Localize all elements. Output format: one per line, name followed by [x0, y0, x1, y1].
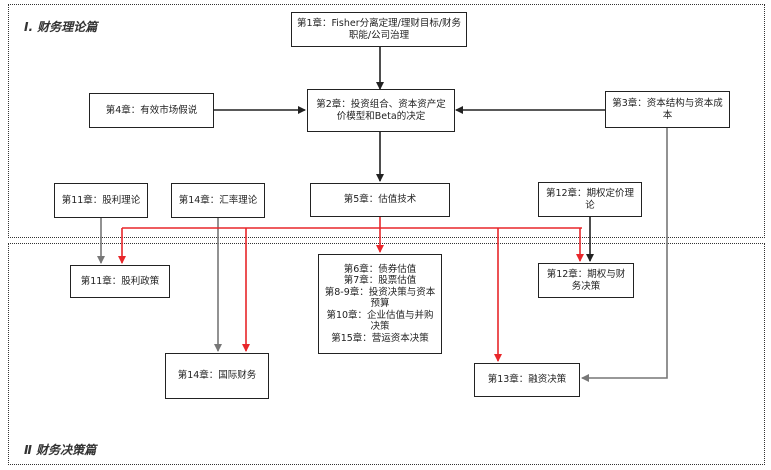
- node-ch1-label: 第1章：Fisher分离定理/理财目标/财务职能/公司治理: [296, 17, 462, 41]
- node-ch12-theory-label: 第12章：期权定价理论: [545, 187, 635, 211]
- valuation-item-4: 第10章：企业估值与并购决策: [326, 309, 434, 333]
- node-ch14-finance-label: 第14章：国际财务: [177, 370, 257, 381]
- decision-section: [8, 243, 765, 465]
- theory-section-title: Ⅰ. 财务理论篇: [24, 20, 98, 34]
- node-ch14-finance: 第14章：国际财务: [165, 353, 269, 399]
- node-ch11-policy: 第11章：股利政策: [70, 265, 170, 298]
- node-ch2: 第2章：投资组合、资本资产定价模型和Beta的决定: [307, 89, 455, 132]
- node-ch5-label: 第5章：估值技术: [343, 194, 417, 205]
- node-ch11-theory: 第11章：股利理论: [54, 183, 148, 218]
- node-ch11-theory-label: 第11章：股利理论: [61, 194, 141, 206]
- node-ch12-theory: 第12章：期权定价理论: [538, 182, 642, 217]
- node-ch5: 第5章：估值技术: [310, 183, 450, 217]
- node-valuation-chapters: 第6章：债券估值 第7章：股票估值 第8-9章：投资决策与资本预算 第10章：企…: [318, 254, 442, 354]
- decision-section-title: Ⅱ 财务决策篇: [24, 443, 97, 457]
- node-ch11-policy-label: 第11章：股利政策: [80, 275, 160, 287]
- node-ch1: 第1章：Fisher分离定理/理财目标/财务职能/公司治理: [291, 12, 467, 47]
- node-ch12-decision: 第12章：期权与财务决策: [538, 263, 634, 298]
- valuation-item-1: 第6章：债券估值: [343, 263, 417, 275]
- node-ch3: 第3章：资本结构与资本成本: [605, 91, 730, 128]
- node-ch3-label: 第3章：资本结构与资本成本: [612, 97, 723, 121]
- node-ch4: 第4章：有效市场假说: [89, 93, 214, 128]
- theory-section: [8, 4, 765, 238]
- node-ch4-label: 第4章：有效市场假说: [105, 104, 198, 116]
- valuation-item-2: 第7章：股票估值: [343, 275, 417, 287]
- node-ch14-theory-label: 第14章：汇率理论: [178, 194, 258, 206]
- node-ch13-label: 第13章：融资决策: [487, 374, 567, 385]
- arrow-ch3-to-ch13: [581, 128, 668, 382]
- node-ch2-label: 第2章：投资组合、资本资产定价模型和Beta的决定: [316, 98, 446, 122]
- node-ch14-theory: 第14章：汇率理论: [171, 183, 265, 218]
- valuation-item-5: 第15章：营运资本决策: [331, 332, 429, 344]
- node-ch13: 第13章：融资决策: [474, 363, 580, 397]
- valuation-item-3: 第8-9章：投资决策与资本预算: [324, 286, 436, 310]
- node-ch12-decision-label: 第12章：期权与财务决策: [546, 268, 626, 292]
